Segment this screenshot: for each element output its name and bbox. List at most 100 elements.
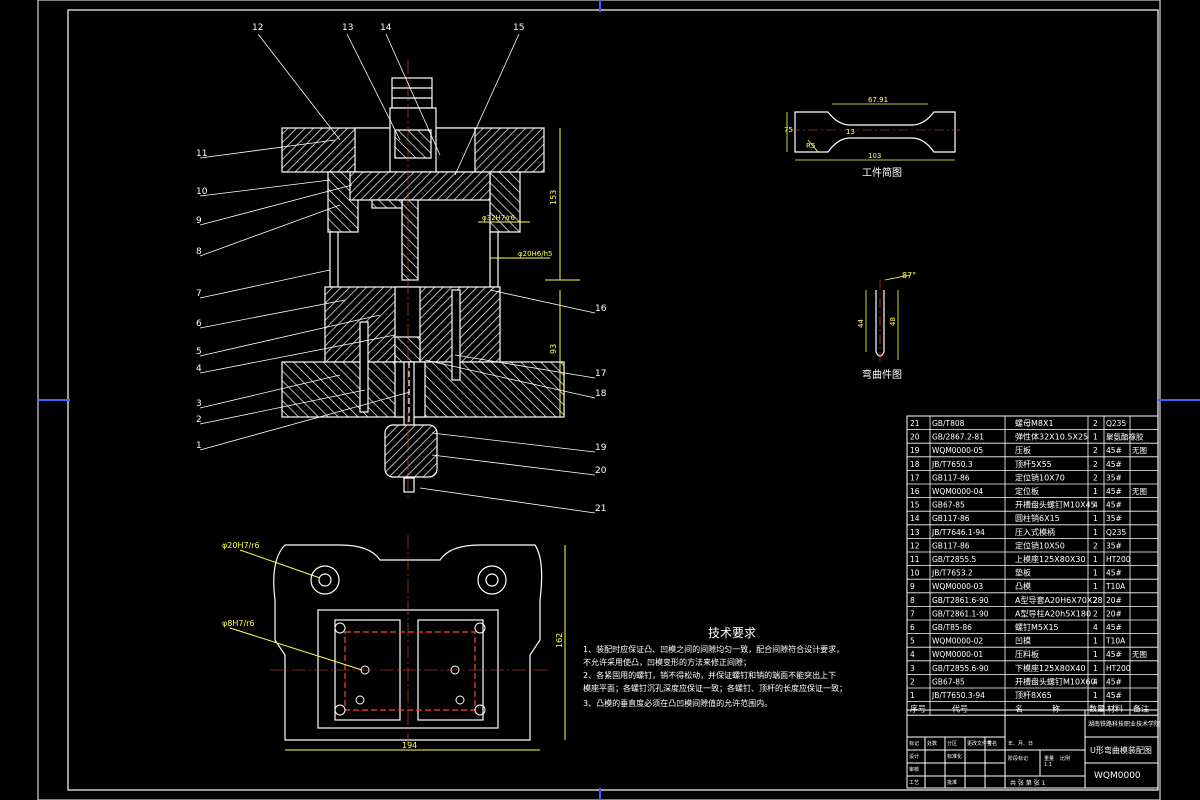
bom-cell: 12 xyxy=(910,541,920,550)
part-label: 17 xyxy=(595,369,606,379)
bom-cell: 13 xyxy=(910,528,920,537)
bom-cell: 1 xyxy=(1093,555,1098,564)
school-name: 湖南铁路科技职业技术学院 xyxy=(1088,720,1160,728)
wp-thick: 13 xyxy=(846,128,855,136)
bom-cell: 压入式模柄 xyxy=(1015,527,1055,537)
bom-cell: 19 xyxy=(910,446,920,455)
bom-cell: 35# xyxy=(1106,541,1122,550)
part-label: 18 xyxy=(595,389,607,399)
bom-cell: 凸模 xyxy=(1015,581,1031,591)
bom-header-cell: 备注 xyxy=(1133,704,1149,714)
part-label: 12 xyxy=(252,23,263,33)
part-label: 8 xyxy=(196,247,202,257)
tech-req-line: 2、各紧固用的螺钉，销不得松动，并保证螺钉和销的端面不能突出上下 xyxy=(583,670,836,680)
title-block-label: 分区 xyxy=(947,740,957,747)
bom-cell: 15 xyxy=(910,501,920,510)
bom-cell: 1 xyxy=(1093,433,1098,442)
bom-cell: 螺钉M5X15 xyxy=(1015,622,1059,632)
bom-cell: 45# xyxy=(1106,460,1122,469)
bom-cell: GB67-85 xyxy=(932,677,965,686)
bom-cell: 2 xyxy=(1093,596,1098,605)
dim-base-height: 162 xyxy=(555,633,564,648)
title-block-label: 审核 xyxy=(909,766,919,773)
part-label: 11 xyxy=(196,149,207,159)
bom-cell: 7 xyxy=(910,609,915,618)
bom-cell: 开槽盘头螺钉M10X45 xyxy=(1015,500,1096,510)
bom-cell: 开槽盘头螺钉M10X60 xyxy=(1015,676,1096,686)
tech-req-line: 模座平面；各螺钉沉孔深度应保证一致；各螺钉、顶杆的长度应保证一致； xyxy=(583,683,847,693)
dim-guide-fit: φ32H7/r6 xyxy=(482,214,515,222)
part-labels: 12 13 14 15 11 10 9 8 7 6 5 4 3 2 1 16 1… xyxy=(196,23,607,514)
bom-cell: 9 xyxy=(910,582,915,591)
bom-cell: 8 xyxy=(910,596,915,605)
bom-cell: 1 xyxy=(1093,637,1098,646)
bent-part-sketch xyxy=(875,280,885,362)
bom-cell: GB117-86 xyxy=(932,541,970,550)
bom-cell: T10A xyxy=(1105,582,1126,591)
part-label: 10 xyxy=(196,187,208,197)
bom-cell: 定位销10X50 xyxy=(1015,540,1065,550)
part-label: 15 xyxy=(513,23,524,33)
bom-cell: 压料板 xyxy=(1015,649,1039,659)
bom-cell: GB/T2861.1-90 xyxy=(932,609,989,618)
bom-cell: 定位板 xyxy=(1015,486,1039,496)
bom-cell: 1 xyxy=(1093,691,1098,700)
bom-cell: 2 xyxy=(910,677,915,686)
bom-cell: 垫板 xyxy=(1015,568,1031,578)
bom-cell: 2 xyxy=(1093,541,1098,550)
bom-cell: 1 xyxy=(1093,569,1098,578)
bom-cell: 10 xyxy=(910,569,920,578)
tech-req-line: 不允许采用使凸，凹模变形的方法来修正间隙； xyxy=(583,657,751,667)
bom-cell: GB/2867.2-81 xyxy=(932,433,984,442)
bom-cell: 35# xyxy=(1106,473,1122,482)
bom-cell: 2 xyxy=(1093,446,1098,455)
bom-cell: 4 xyxy=(910,650,915,659)
bent-part-title: 弯曲件图 xyxy=(862,368,902,381)
bom-cell: 1 xyxy=(1093,582,1098,591)
bom-cell: 聚氨酯橡胶 xyxy=(1106,432,1144,442)
dim-pillar-fit: φ20H6/h5 xyxy=(518,250,553,258)
bom-cell: T10A xyxy=(1105,637,1126,646)
title-block-label: 签名 xyxy=(987,740,997,747)
bom-cell: HT200 xyxy=(1106,664,1131,673)
bom-header-cell: 材料 xyxy=(1107,704,1123,714)
bom-cell: 圆柱销6X15 xyxy=(1015,513,1060,523)
title-block-label: 重量 xyxy=(1044,755,1054,762)
bent-angle: 87° xyxy=(902,271,916,280)
bom-cell: 顶杆5X55 xyxy=(1015,459,1052,469)
bom-cell: 定位销10X70 xyxy=(1015,472,1065,482)
bom-cell: Q235 xyxy=(1106,528,1126,537)
bom-cell: 无图 xyxy=(1132,487,1147,496)
bom-cell: 45# xyxy=(1106,487,1122,496)
bom-cell: 5 xyxy=(910,637,915,646)
centering-marks xyxy=(38,0,1200,800)
title-block xyxy=(906,709,1159,789)
title-block-label: 标准化 xyxy=(947,753,962,760)
drawing-number: WQM0000 xyxy=(1094,771,1141,781)
bom-cell: 2 xyxy=(1093,609,1098,618)
outer-frame xyxy=(37,0,1161,800)
bom-cell: WQM0000-03 xyxy=(932,582,983,591)
bom-cell: 20# xyxy=(1106,596,1122,605)
bom-cell: JB/T7650.3-94 xyxy=(931,691,985,700)
bom-cell: WQM0000-01 xyxy=(932,650,983,659)
part-label: 13 xyxy=(342,23,353,33)
sheet-scale: 1:1 xyxy=(1044,762,1052,768)
bom-cell: GB/T2855.5 xyxy=(932,555,977,564)
leader-lines xyxy=(199,33,596,514)
part-label: 19 xyxy=(595,443,607,453)
bom-cell: 无图 xyxy=(1132,650,1147,659)
bent-h1: 44 xyxy=(857,319,865,328)
bom-cell: GB/T808 xyxy=(932,419,965,428)
bom-cell: 3 xyxy=(910,664,915,673)
dim-height-top: 153 xyxy=(549,190,558,205)
wp-width: 75 xyxy=(784,126,793,134)
bom-header-cell: 代号 xyxy=(952,704,968,714)
bom-cell: 6 xyxy=(910,623,915,632)
title-block-label: 处数 xyxy=(927,740,937,747)
sheet-info: 共 张 第 张 1 xyxy=(1010,779,1046,787)
tech-req-line: 3、凸模的垂直度必须在凸凹模间隙值的允许范围内。 xyxy=(583,698,772,708)
drawing-name: U形弯曲模装配图 xyxy=(1090,745,1152,755)
bom-cell: 18 xyxy=(910,460,920,469)
bom-cell: 4 xyxy=(1093,623,1098,632)
